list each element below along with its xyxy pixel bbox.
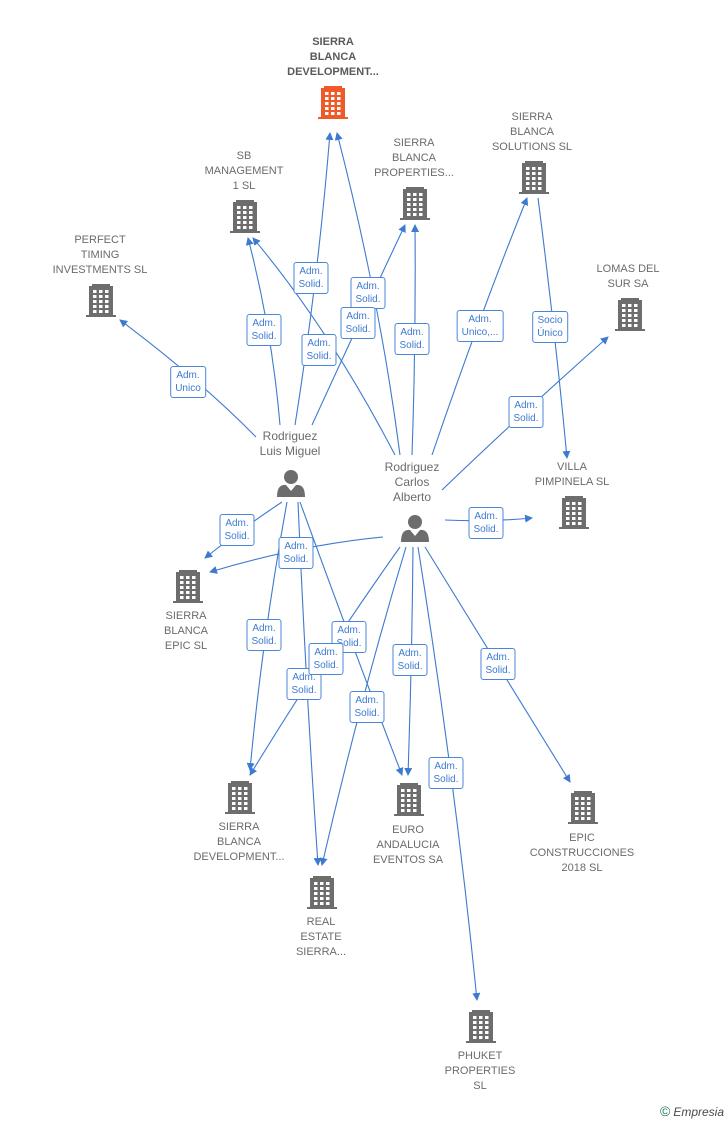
- edge-label-carlos-to-epic2018[interactable]: Adm. Solid.: [480, 648, 516, 680]
- company-label-epic2018[interactable]: EPIC CONSTRUCCIONES 2018 SL: [530, 831, 635, 876]
- company-label-line: BLANCA: [309, 51, 357, 63]
- company-label-line: SIERRA: [165, 610, 207, 622]
- person-icon-carlos[interactable]: [401, 515, 429, 542]
- edge-label-carlos-to-sbepic[interactable]: Adm. Solid.: [278, 537, 314, 569]
- edge-label-carlos-to-phuket[interactable]: Adm. Solid.: [428, 757, 464, 789]
- company-label-line: 2018 SL: [561, 862, 603, 874]
- company-label-sbprop[interactable]: SIERRA BLANCA PROPERTIES...: [374, 136, 454, 181]
- company-label-sbdev2[interactable]: SIERRA BLANCA DEVELOPMENT...: [193, 820, 284, 865]
- building-icon-villa[interactable]: [559, 496, 589, 529]
- company-label-line: SIERRA: [312, 36, 354, 48]
- building-icon-sbprop[interactable]: [400, 187, 430, 220]
- company-label-line: SUR SA: [607, 278, 649, 290]
- company-label-line: ESTATE: [300, 931, 342, 943]
- company-label-phuket[interactable]: PHUKET PROPERTIES SL: [445, 1049, 516, 1094]
- icons-layer: [86, 86, 645, 1043]
- company-label-line: SIERRA: [393, 137, 435, 149]
- edge-label-luis-to-sbdev2[interactable]: Adm. Solid.: [246, 619, 282, 651]
- company-label-line: INVESTMENTS SL: [52, 264, 148, 276]
- building-icon-sbdev2[interactable]: [225, 781, 255, 814]
- company-label-villa[interactable]: VILLA PIMPINELA SL: [535, 460, 610, 490]
- company-label-line: REAL: [306, 916, 336, 928]
- company-label-line: DEVELOPMENT...: [193, 851, 285, 863]
- company-label-line: PROPERTIES: [444, 1065, 516, 1077]
- company-label-line: PROPERTIES...: [374, 167, 454, 179]
- company-label-line: DEVELOPMENT...: [287, 66, 379, 78]
- building-icon-realest[interactable]: [307, 876, 337, 909]
- company-label-line: SIERRA: [218, 821, 260, 833]
- company-label-sbepic[interactable]: SIERRA BLANCA EPIC SL: [164, 609, 208, 654]
- company-label-sbsol[interactable]: SIERRA BLANCA SOLUTIONS SL: [492, 110, 572, 155]
- edge-label-luis-to-sbprop[interactable]: Adm. Solid.: [350, 277, 386, 309]
- company-label-line: EURO: [392, 824, 424, 836]
- company-label-line: EPIC: [569, 832, 595, 844]
- edge-label-luis-to-sbepic[interactable]: Adm. Solid.: [219, 514, 255, 546]
- building-icon-sbepic[interactable]: [173, 570, 203, 603]
- company-label-lomas[interactable]: LOMAS DEL SUR SA: [597, 262, 660, 292]
- edge-label-carlos-to-sbprop[interactable]: Adm. Solid.: [394, 323, 430, 355]
- edge-label-carlos-to-realest[interactable]: Adm. Solid.: [349, 691, 385, 723]
- building-icon-euro[interactable]: [394, 783, 424, 816]
- company-label-line: PHUKET: [457, 1050, 503, 1062]
- company-label-line: SOLUTIONS SL: [491, 141, 573, 153]
- person-label-line: Carlos: [394, 475, 430, 489]
- edge-label-carlos-to-villa[interactable]: Adm. Solid.: [468, 507, 504, 539]
- company-label-line: 1 SL: [232, 180, 256, 192]
- company-label-realest[interactable]: REAL ESTATE SIERRA...: [296, 915, 346, 960]
- edge-label-carlos-to-sbd_main[interactable]: Adm. Solid.: [340, 307, 376, 339]
- copyright-icon: ©: [659, 1103, 671, 1119]
- person-icon-luis[interactable]: [277, 470, 305, 497]
- company-label-line: BLANCA: [509, 126, 555, 138]
- company-label-ptim[interactable]: PERFECT TIMING INVESTMENTS SL: [53, 233, 148, 278]
- company-label-line: SL: [473, 1080, 487, 1092]
- edge-label-carlos-to-euro[interactable]: Adm. Solid.: [392, 644, 428, 676]
- company-label-line: ANDALUCIA: [376, 839, 440, 851]
- company-label-line: TIMING: [80, 249, 120, 261]
- company-label-sbd_main[interactable]: SIERRA BLANCA DEVELOPMENT...: [287, 35, 379, 80]
- edge-label-carlos-to-sbsol[interactable]: Adm. Unico,...: [456, 310, 504, 342]
- company-label-line: SIERRA: [511, 111, 553, 123]
- company-label-line: PIMPINELA SL: [534, 476, 610, 488]
- person-label-line: Rodriguez: [262, 429, 318, 443]
- edge-label-luis-to-ptim[interactable]: Adm. Unico: [170, 366, 206, 398]
- company-label-line: MANAGEMENT: [204, 165, 284, 177]
- company-label-line: SIERRA...: [295, 946, 347, 958]
- company-label-line: PERFECT: [74, 234, 126, 246]
- company-label-euro[interactable]: EURO ANDALUCIA EVENTOS SA: [373, 823, 443, 868]
- edge-label-sbsol-to-villa[interactable]: Socio Único: [532, 311, 568, 343]
- person-label-line: Rodriguez: [384, 460, 440, 474]
- person-label-line: Luis Miguel: [259, 444, 321, 458]
- edge-label-carlos-to-sbm1[interactable]: Adm. Solid.: [301, 334, 337, 366]
- footer-brand: ©Empresia: [660, 1103, 724, 1119]
- building-icon-ptim[interactable]: [86, 284, 116, 317]
- company-label-line: LOMAS DEL: [596, 263, 660, 275]
- building-icon-sbm1[interactable]: [230, 200, 260, 233]
- edge-label-carlos-to-sbdev2[interactable]: Adm. Solid.: [308, 643, 344, 675]
- person-label-line: Alberto: [392, 490, 432, 504]
- building-icon-phuket[interactable]: [466, 1010, 496, 1043]
- brand-logo: Empresia: [673, 1105, 724, 1119]
- company-label-sbm1[interactable]: SB MANAGEMENT 1 SL: [205, 149, 284, 194]
- edge-label-carlos-to-lomas[interactable]: Adm. Solid.: [508, 396, 544, 428]
- building-icon-lomas[interactable]: [615, 298, 645, 331]
- company-label-line: BLANCA: [391, 152, 437, 164]
- company-label-line: BLANCA: [216, 836, 262, 848]
- company-label-line: CONSTRUCCIONES: [529, 847, 635, 859]
- company-label-line: BLANCA: [163, 625, 209, 637]
- building-icon-epic2018[interactable]: [568, 791, 598, 824]
- building-icon-sbd_main[interactable]: [318, 86, 348, 119]
- company-label-line: EPIC SL: [164, 640, 208, 652]
- company-label-line: EVENTOS SA: [372, 854, 444, 866]
- building-icon-sbsol[interactable]: [519, 161, 549, 194]
- edge-label-luis-to-sbd_main[interactable]: Adm. Solid.: [293, 262, 329, 294]
- company-label-line: SB: [236, 150, 252, 162]
- edge-label-luis-to-sbm1[interactable]: Adm. Solid.: [246, 314, 282, 346]
- company-label-line: VILLA: [557, 461, 587, 473]
